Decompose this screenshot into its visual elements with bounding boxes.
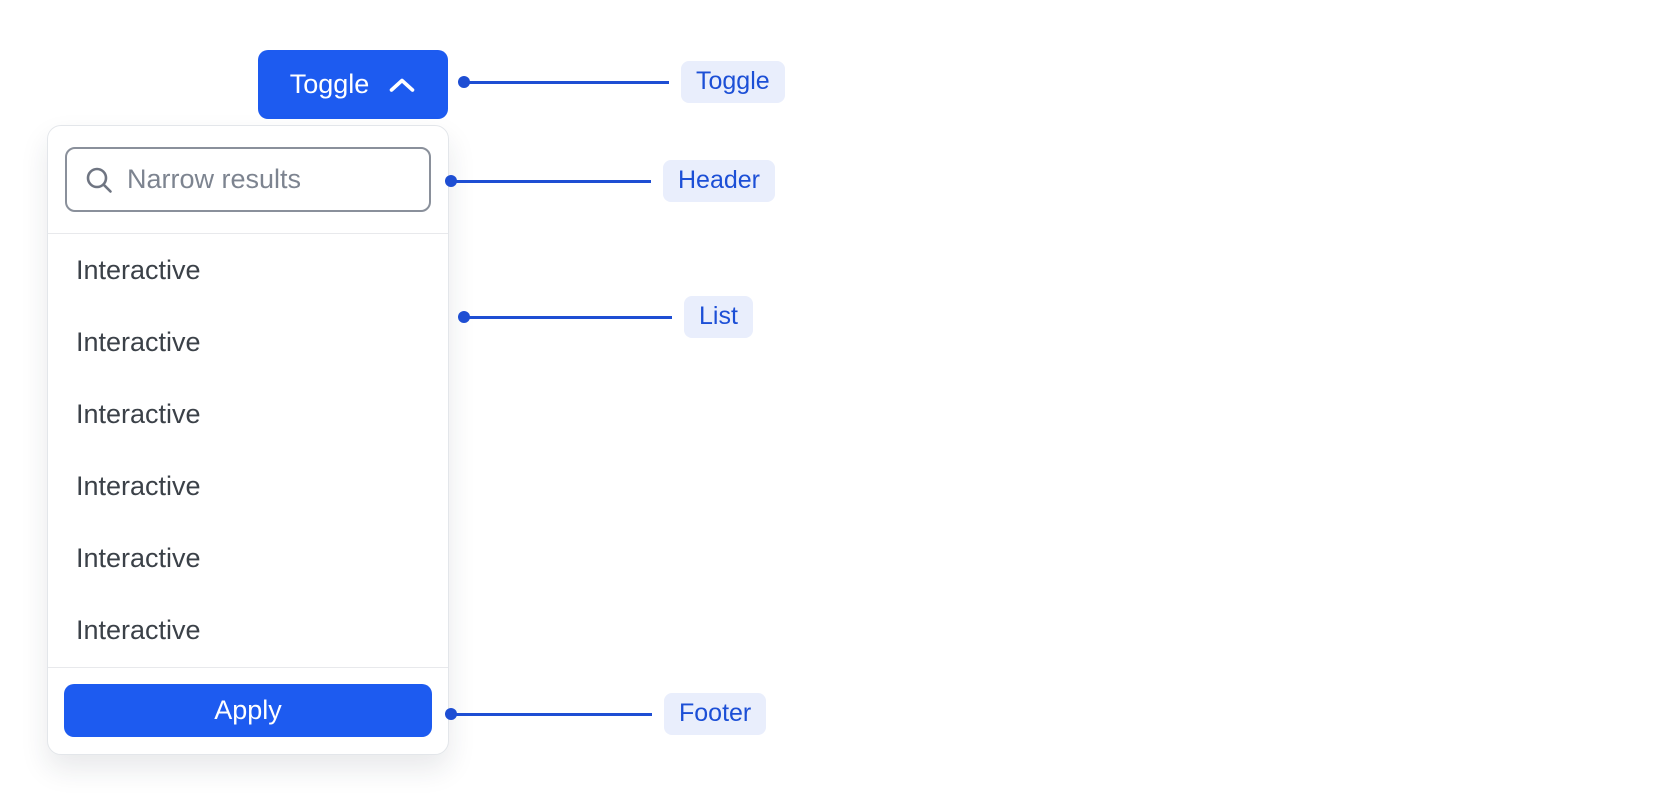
search-input[interactable] <box>127 164 412 195</box>
annotation-label-list: List <box>684 296 753 338</box>
annotation-header: Header <box>445 160 775 202</box>
connector-line <box>468 315 672 319</box>
connector-dot <box>458 76 470 88</box>
magnifying-glass-icon <box>84 165 114 195</box>
connector-line <box>455 179 651 183</box>
annotation-label-toggle: Toggle <box>681 61 785 103</box>
list-item[interactable]: Interactive <box>76 398 201 429</box>
chevron-up-icon <box>388 75 416 94</box>
connector-line <box>468 80 669 84</box>
toggle-button-label: Toggle <box>289 69 370 99</box>
list-item[interactable]: Interactive <box>76 543 201 574</box>
annotation-list: List <box>458 296 753 338</box>
annotation-label-header: Header <box>663 160 775 202</box>
dropdown-footer: Apply <box>48 667 448 754</box>
connector-dot <box>458 311 470 323</box>
apply-button[interactable]: Apply <box>64 684 432 737</box>
dropdown-panel: Interactive Interactive Interactive Inte… <box>47 125 449 755</box>
annotation-label-footer: Footer <box>664 693 767 735</box>
list-item[interactable]: Interactive <box>76 326 201 357</box>
list-item[interactable]: Interactive <box>76 254 201 285</box>
dropdown-toggle-button[interactable]: Toggle <box>258 50 448 119</box>
list-item[interactable]: Interactive <box>76 471 201 502</box>
annotation-toggle: Toggle <box>458 61 785 103</box>
connector-line <box>455 712 652 716</box>
dropdown-header <box>48 126 448 234</box>
search-field[interactable] <box>65 147 431 212</box>
dropdown-list: Interactive Interactive Interactive Inte… <box>48 234 448 667</box>
annotation-footer: Footer <box>445 693 767 735</box>
list-item[interactable]: Interactive <box>76 615 201 646</box>
